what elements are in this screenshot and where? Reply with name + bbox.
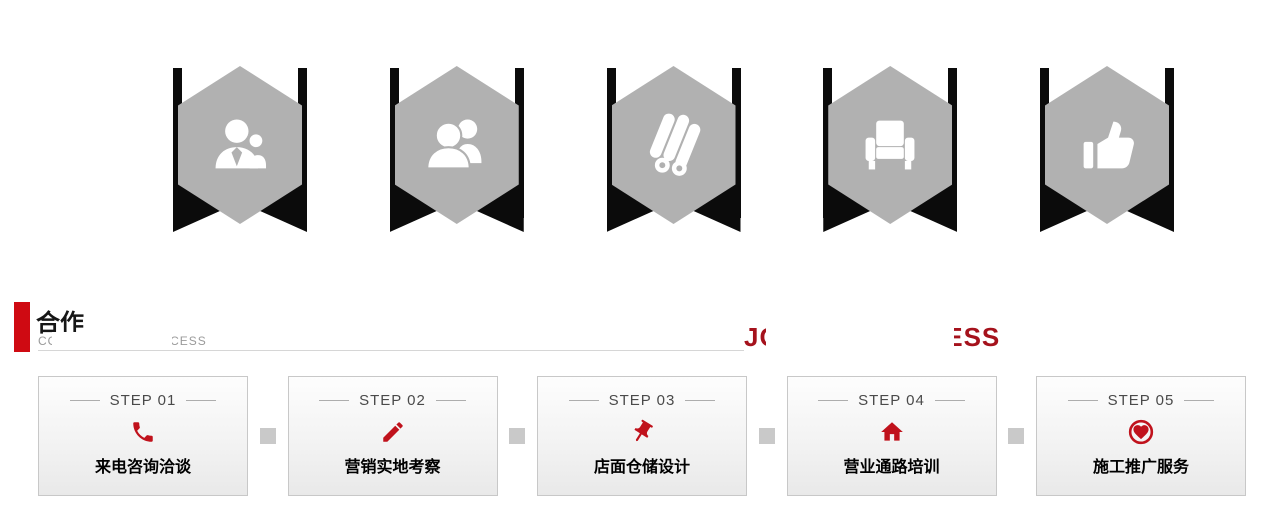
ribbon-right <box>731 68 741 218</box>
section-divider-line <box>38 350 744 351</box>
section-accent-bar <box>14 302 30 352</box>
badge-team <box>389 66 524 232</box>
step-card-3: STEP 03 店面仓储设计 <box>537 376 747 496</box>
step-number: STEP 05 <box>1107 392 1175 409</box>
step-card-2: STEP 02 营销实地考察 <box>287 376 498 496</box>
step-number: STEP 03 <box>608 392 676 409</box>
heart-icon <box>1128 418 1154 446</box>
ribbon-left <box>1040 68 1049 218</box>
step-number: STEP 04 <box>858 392 925 409</box>
step-dash <box>934 400 965 401</box>
step-number: STEP 01 <box>109 392 177 409</box>
home-icon <box>879 418 905 446</box>
step-label: 营销实地考察 <box>344 459 441 476</box>
hexagon <box>611 66 736 224</box>
ribbon-right <box>948 68 958 218</box>
ribbon-right <box>1165 68 1174 218</box>
step-dash <box>818 400 849 401</box>
ribbon-left <box>389 68 399 218</box>
ribbon-left <box>823 68 833 218</box>
white-overlay <box>766 318 954 356</box>
step-connector <box>758 428 775 444</box>
step-dash <box>568 400 599 401</box>
people-group-icon <box>425 119 482 170</box>
step-label: 施工推广服务 <box>1092 459 1189 476</box>
step-number-row: STEP 05 <box>1067 392 1215 409</box>
ribbon-left <box>606 68 616 218</box>
ribbon-right <box>298 68 307 218</box>
badge-consult <box>173 66 307 232</box>
hexagon <box>828 66 953 224</box>
badge-furniture <box>823 66 958 232</box>
badge-row <box>173 66 1174 236</box>
step-dash <box>186 400 217 401</box>
step-number: STEP 02 <box>359 392 426 409</box>
step-dash <box>1184 400 1215 401</box>
step-number-row: STEP 03 <box>568 392 716 409</box>
step-number-row: STEP 02 <box>319 392 466 409</box>
steps-row: STEP 01 来电咨询洽谈 STEP 02 营销实地考察 <box>38 375 1246 497</box>
pushpin-icon <box>629 418 655 446</box>
badge-timber <box>606 66 741 232</box>
thumbs-up-icon <box>1083 121 1134 169</box>
step-label: 营业通路培训 <box>843 459 940 476</box>
step-dash <box>69 400 100 401</box>
step-card-5: STEP 05 施工推广服务 <box>1036 376 1246 496</box>
step-dash <box>319 400 350 401</box>
step-dash <box>435 400 466 401</box>
pencil-icon <box>380 418 406 446</box>
step-number-row: STEP 04 <box>818 392 965 409</box>
white-overlay <box>52 332 172 348</box>
step-label: 来电咨询洽谈 <box>94 459 191 476</box>
step-connector <box>259 428 276 444</box>
sofa-icon <box>865 120 915 170</box>
white-overlay <box>84 296 180 334</box>
timber-logs-icon <box>649 113 700 176</box>
step-label: 店面仓储设计 <box>593 459 690 476</box>
step-card-4: STEP 04 营业通路培训 <box>786 376 997 496</box>
step-connector <box>1008 428 1025 444</box>
phone-icon <box>130 418 156 446</box>
step-number-row: STEP 01 <box>69 392 217 409</box>
ribbon-right <box>514 68 524 218</box>
step-connector <box>509 428 526 444</box>
businessman-icon <box>215 119 267 169</box>
step-dash <box>685 400 716 401</box>
ribbon-left <box>173 68 182 218</box>
badge-quality <box>1040 66 1174 232</box>
step-dash <box>1067 400 1098 401</box>
step-card-1: STEP 01 来电咨询洽谈 <box>38 376 248 496</box>
